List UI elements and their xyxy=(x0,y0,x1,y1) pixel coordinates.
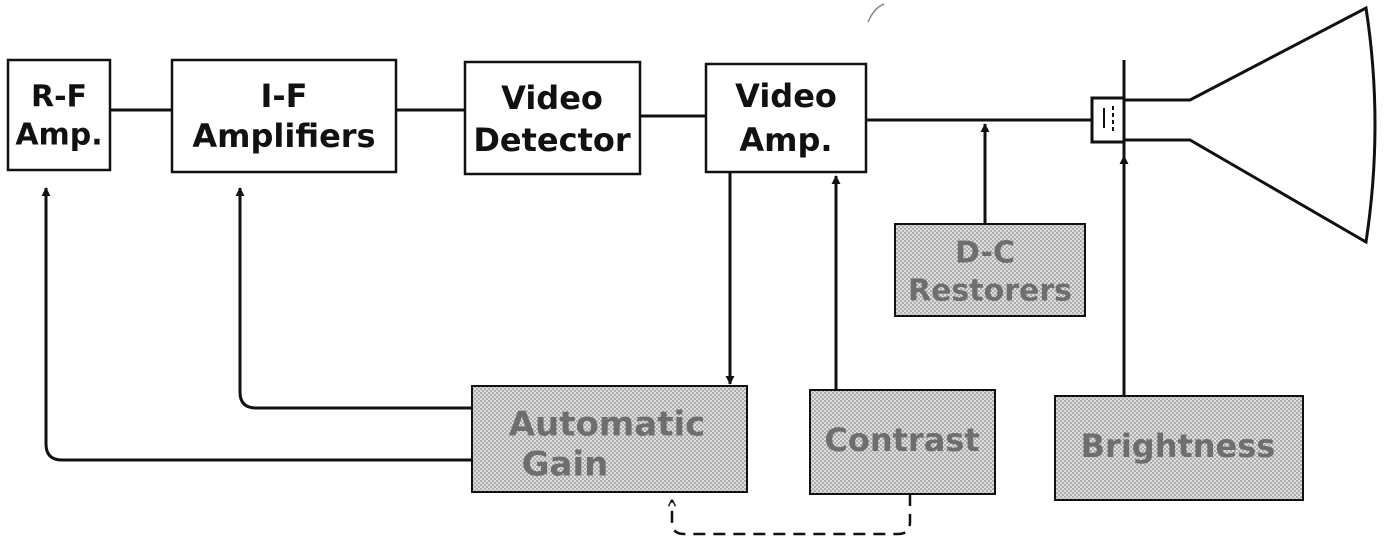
arrow-agc-to-if xyxy=(235,187,472,410)
stray-mark xyxy=(867,3,885,23)
block-video-detector: Video Detector xyxy=(463,60,642,176)
if-amp-label-line1: I-F xyxy=(260,77,307,115)
video-detector-label-line2: Detector xyxy=(473,121,631,159)
dc-restorers-label-line1: D-C xyxy=(955,236,1015,271)
video-amp-label-line1: Video xyxy=(735,77,837,115)
automatic-gain-label-line1: Automatic xyxy=(509,405,706,445)
rf-amp-label-line1: R-F xyxy=(31,80,87,115)
brightness-label: Brightness xyxy=(1081,427,1276,465)
video-amp-label-line2: Amp. xyxy=(739,121,832,159)
block-dc-restorers: D-C Restorers xyxy=(894,223,1086,317)
block-if-amplifiers: I-F Amplifiers xyxy=(170,58,398,174)
rf-amp-label-line2: Amp. xyxy=(15,118,102,153)
if-amp-label-line2: Amplifiers xyxy=(192,117,375,155)
contrast-label: Contrast xyxy=(824,421,979,459)
block-rf-amp: R-F Amp. xyxy=(6,58,112,172)
crt-envelope xyxy=(1124,5,1377,245)
control-arrows xyxy=(41,123,1129,462)
arrow-agc-to-rf xyxy=(41,187,472,462)
video-detector-label-line1: Video xyxy=(501,79,603,117)
crt-base xyxy=(1090,96,1126,144)
dc-restorers-label-line2: Restorers xyxy=(908,274,1072,309)
signal-chain-connectors xyxy=(110,108,1092,122)
picture-tube xyxy=(1090,5,1377,245)
block-contrast: Contrast xyxy=(809,389,996,495)
block-video-amp: Video Amp. xyxy=(704,62,868,174)
automatic-gain-label-line2: Gain xyxy=(522,445,609,485)
block-automatic-gain: Automatic Gain xyxy=(471,385,748,493)
dashed-link-contrast-to-agc xyxy=(672,494,912,536)
block-brightness: Brightness xyxy=(1054,395,1304,501)
